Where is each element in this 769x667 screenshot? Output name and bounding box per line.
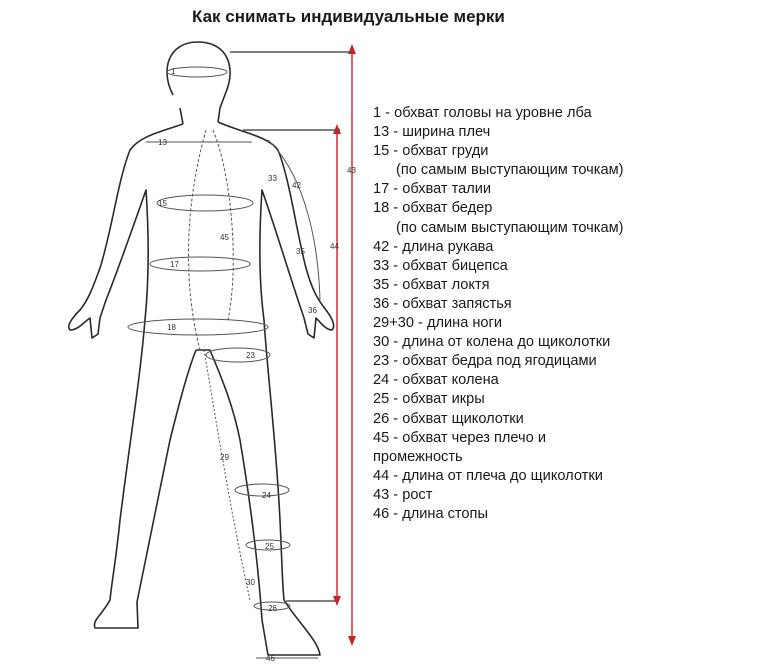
label-46: 46 [266, 654, 275, 663]
legend-item: 45 - обхват через плечо и [373, 429, 546, 446]
label-17: 17 [170, 260, 179, 269]
height-lines [230, 44, 356, 646]
legend-item: 17 - обхват талии [373, 181, 492, 198]
label-42: 42 [292, 181, 301, 190]
label-18: 18 [167, 323, 176, 332]
label-15: 15 [158, 199, 167, 208]
legend-item: 25 - обхват икры [373, 391, 485, 408]
label-25: 25 [265, 542, 274, 551]
legend-item: промежность [373, 448, 463, 465]
label-1: 1 [171, 67, 176, 76]
legend-item: 29+30 - длина ноги [373, 315, 503, 332]
legend-item: (по самым выступающим точкам) [396, 162, 624, 179]
legend-item: 26 - обхват щиколотки [373, 410, 524, 427]
legend-item: 42 - длина рукава [373, 238, 494, 255]
legend-item: 15 - обхват груди [373, 143, 489, 160]
label-45: 45 [220, 233, 229, 242]
legend-item: 1 - обхват головы на уровне лба [373, 105, 592, 121]
legend-item: 44 - длина от плеча до щиколотки [373, 467, 603, 484]
legend-item: 36 - обхват запястья [373, 295, 512, 312]
legend-item: 30 - длина от колена до щиколотки [373, 334, 611, 351]
label-29: 29 [220, 453, 229, 462]
page-title: Как снимать индивидуальные мерки [192, 7, 505, 26]
figure-labels: 1 13 15 17 18 23 24 25 26 29 30 33 35 36… [158, 67, 356, 663]
legend-item: (по самым выступающим точкам) [396, 219, 624, 236]
legend-item: 33 - обхват бицепса [373, 257, 508, 274]
legend-item: 18 - обхват бедер [373, 200, 493, 217]
legend-item: 23 - обхват бедра под ягодицами [373, 353, 597, 370]
label-33: 33 [268, 174, 277, 183]
legend-item: 46 - длина стопы [373, 505, 488, 522]
label-36: 36 [308, 306, 317, 315]
legend-item: 35 - обхват локтя [373, 276, 490, 293]
body-outline [67, 41, 335, 656]
measurement-legend: 1 - обхват головы на уровне лба 13 - шир… [373, 104, 624, 524]
label-24: 24 [262, 491, 271, 500]
legend-item: 13 - ширина плеч [373, 124, 491, 141]
label-43: 43 [347, 166, 356, 175]
label-35: 35 [296, 247, 305, 256]
label-13: 13 [158, 138, 167, 147]
label-44: 44 [330, 242, 339, 251]
legend-item: 43 - рост [373, 486, 433, 503]
legend-item: 24 - обхват колена [373, 372, 499, 389]
label-26: 26 [268, 604, 277, 613]
label-30: 30 [246, 578, 255, 587]
measure-lines [127, 66, 321, 659]
label-23: 23 [246, 351, 255, 360]
